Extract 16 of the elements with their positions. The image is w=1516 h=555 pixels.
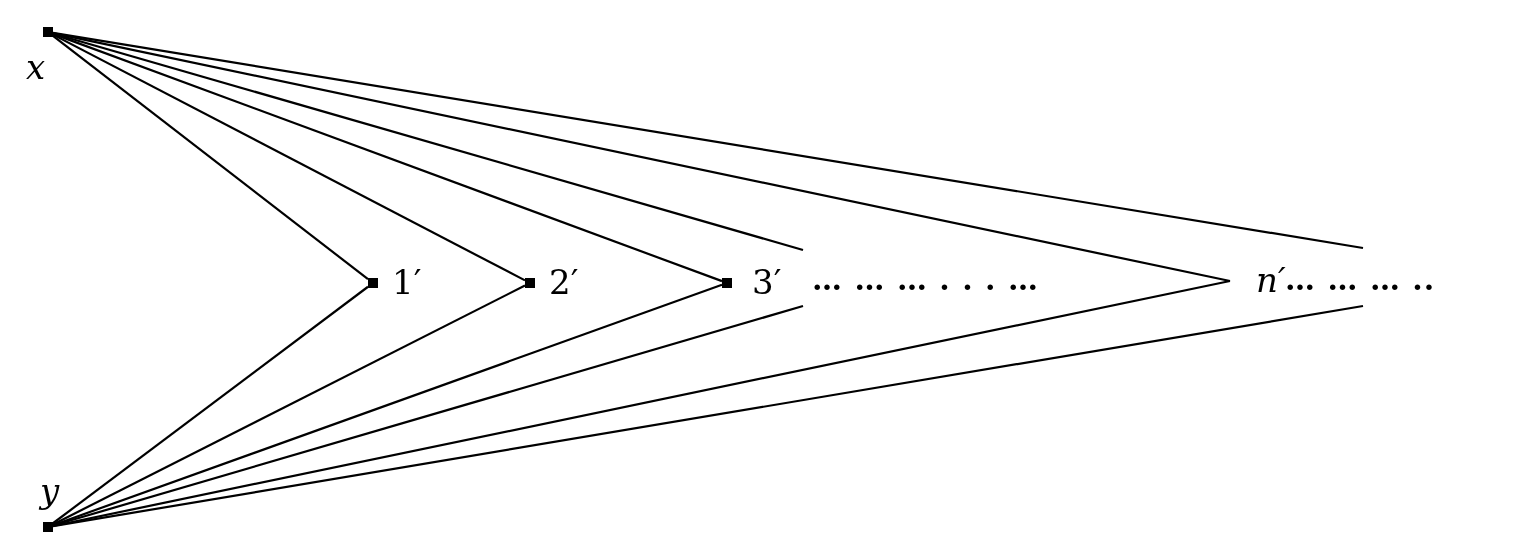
connector-line xyxy=(52,33,526,282)
ellipsis-dots: … … … .. xyxy=(1285,262,1436,297)
vertex-label: n′ xyxy=(1256,261,1286,299)
connector-line xyxy=(52,284,526,526)
connector-line xyxy=(52,35,369,280)
connector-line xyxy=(52,31,1364,250)
connector-line xyxy=(52,285,369,525)
ellipsis-dots: … … … . . . … xyxy=(812,262,1039,297)
connector-line xyxy=(52,31,1231,283)
vertex-label: 2′ xyxy=(549,263,579,301)
vertex-label: 1′ xyxy=(392,263,422,301)
vertex-label: x xyxy=(26,48,46,86)
vertex-label: y xyxy=(40,472,60,510)
connector-line xyxy=(52,279,1231,528)
vertex-label: 3′ xyxy=(752,263,782,301)
connector-line xyxy=(52,304,1364,528)
